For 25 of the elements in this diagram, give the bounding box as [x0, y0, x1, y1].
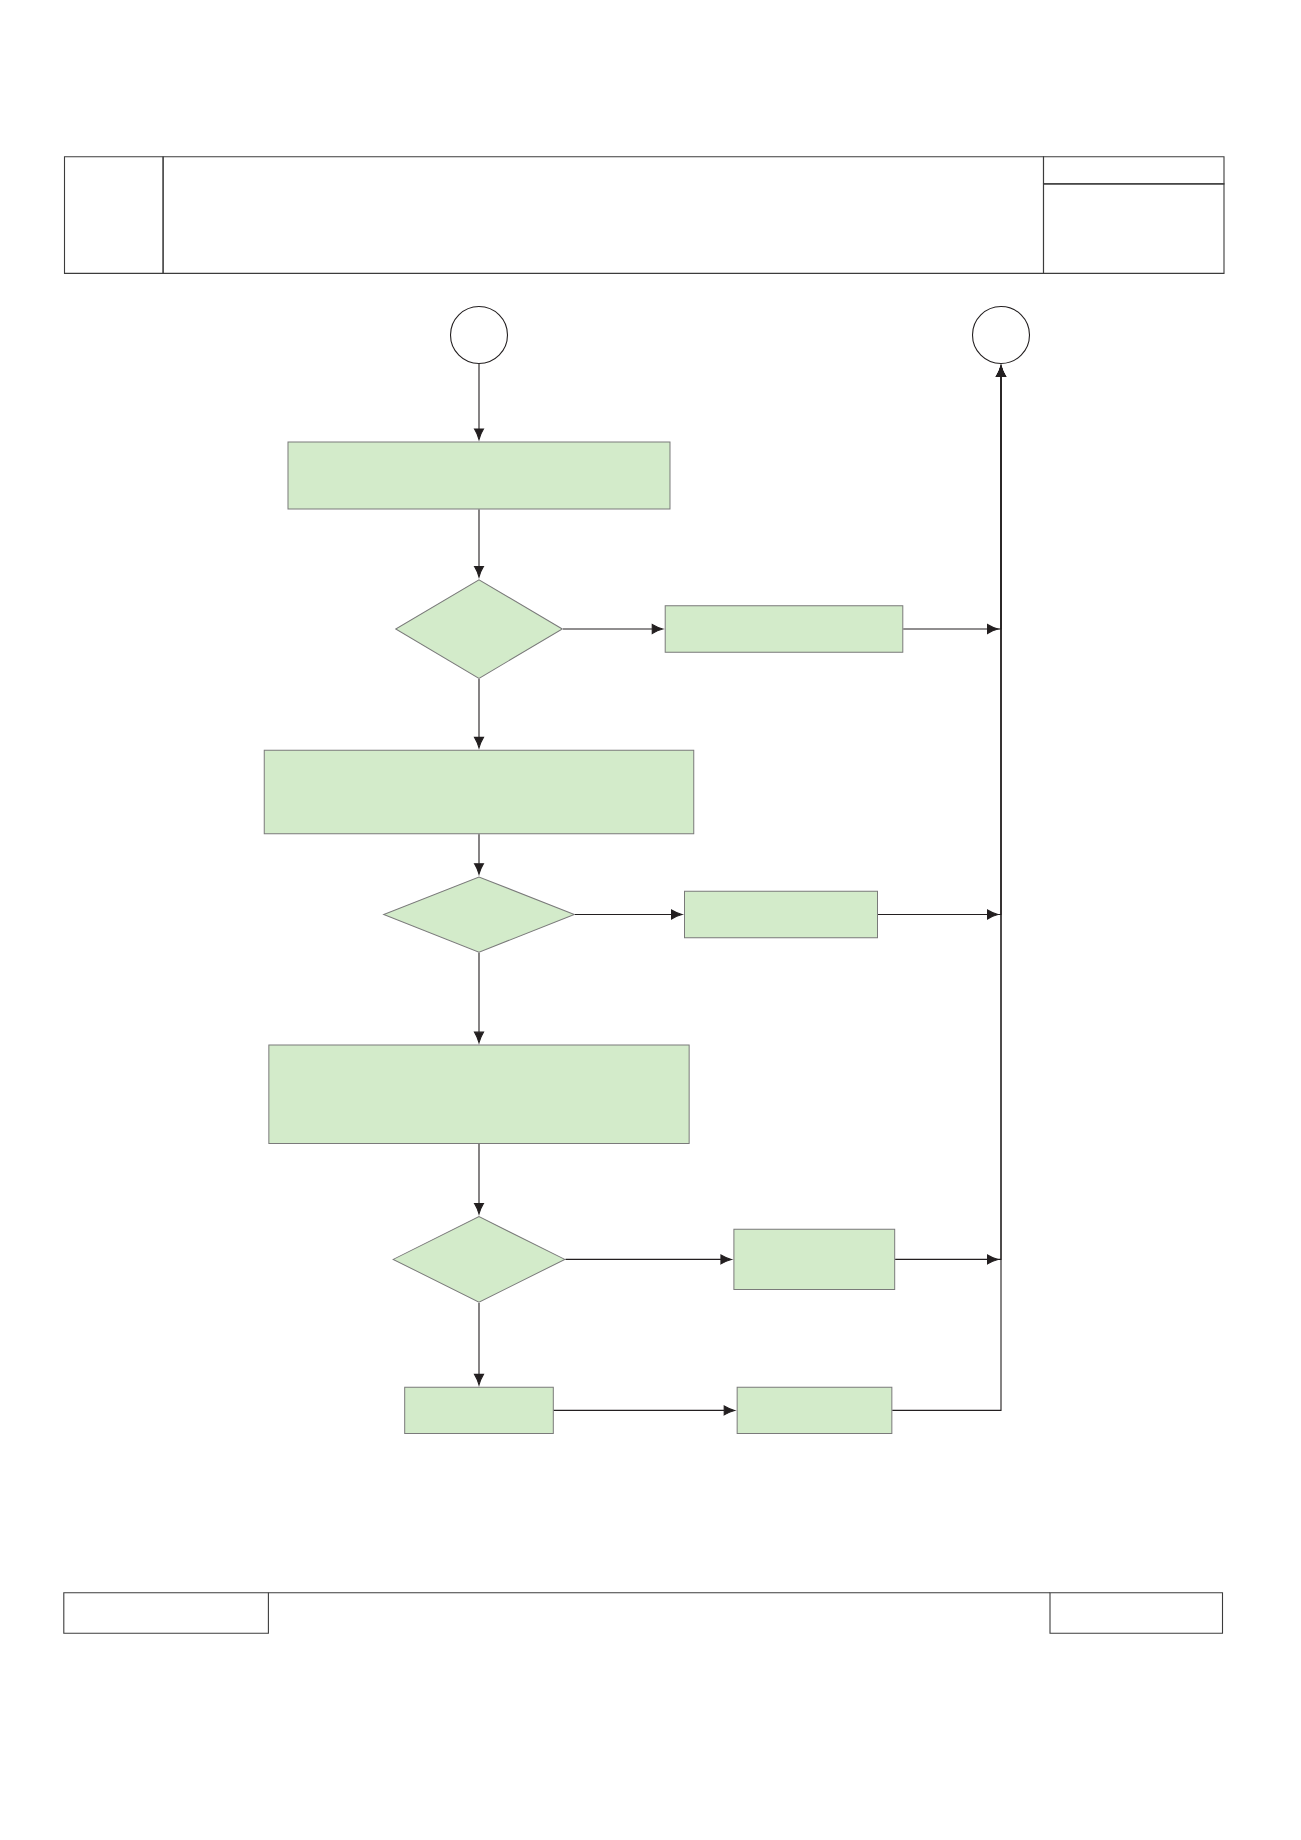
arrow — [473, 833, 485, 875]
process-box — [287, 441, 671, 510]
decision-diamond — [392, 1216, 566, 1303]
arrow — [562, 624, 664, 635]
process-box — [664, 605, 904, 653]
arrow — [553, 1405, 736, 1416]
process-box — [684, 890, 878, 939]
arrow — [564, 1254, 732, 1265]
process-box — [733, 1228, 896, 1291]
process-box — [268, 1044, 690, 1144]
arrow — [473, 678, 485, 749]
process-box — [404, 1386, 554, 1434]
arrow — [891, 365, 1007, 1411]
arrow — [473, 1302, 485, 1386]
process-box — [736, 1386, 893, 1434]
arrow — [473, 952, 485, 1044]
connector-circle — [449, 305, 509, 365]
arrow — [473, 363, 485, 441]
arrow — [574, 909, 683, 920]
decision-diamond — [395, 579, 563, 679]
arrow — [473, 508, 485, 578]
process-box — [263, 749, 695, 835]
arrow — [473, 1143, 485, 1215]
connector-circle — [971, 305, 1031, 365]
decision-diamond — [383, 876, 575, 953]
